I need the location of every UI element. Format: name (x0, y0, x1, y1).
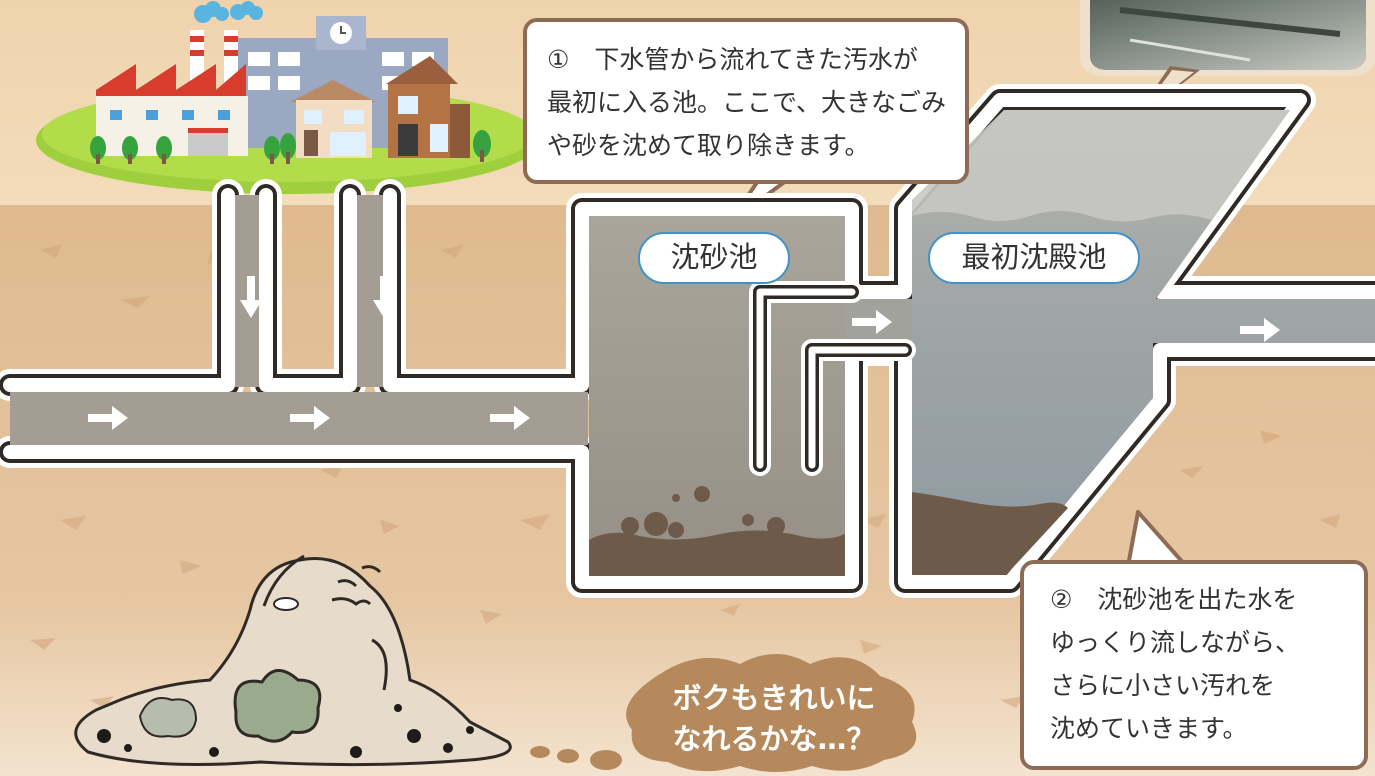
callout-step2-line: ② 沈砂池を出た水を (1050, 585, 1298, 614)
sediment (589, 486, 1068, 576)
callout-step2: ② 沈砂池を出た水を ゆっくり流しながら、 さらに小さい汚れを 沈めていきます。 (1020, 560, 1368, 770)
callout-step1: ① 下水管から流れてきた汚水が 最初に入る池。ここで、大きなごみ や砂を沈めて取… (523, 18, 969, 184)
thought-text: ボクもきれいに なれるかな…？ (620, 664, 928, 772)
primary-tank-label: 最初沈殿池 (928, 232, 1140, 284)
thought-line: ボクもきれいに (672, 681, 876, 715)
baffles (749, 281, 916, 476)
flow-arrow-icon (88, 310, 1280, 430)
thought-bubble (530, 654, 917, 772)
callout-step1-line: ① 下水管から流れてきた汚水が (547, 45, 918, 74)
grit-chamber-label: 沈砂池 (638, 232, 790, 284)
sludge-character (74, 554, 512, 767)
factory-icon (96, 1, 263, 156)
callout-step2-line: 沈めていきます。 (1050, 714, 1248, 743)
callout-step1-line: や砂を沈めて取り除きます。 (547, 131, 870, 160)
callout-step2-line: ゆっくり流しながら、 (1050, 628, 1301, 657)
callout-step1-line: 最初に入る池。ここで、大きなごみ (547, 88, 947, 117)
callout-step2-line: さらに小さい汚れを (1050, 671, 1276, 700)
house-icon (290, 80, 376, 158)
tree-icon (90, 130, 491, 164)
house-icon (386, 56, 470, 158)
down-arrow-icon (240, 276, 395, 318)
thought-line: なれるかな…？ (672, 722, 876, 756)
town (36, 1, 540, 194)
